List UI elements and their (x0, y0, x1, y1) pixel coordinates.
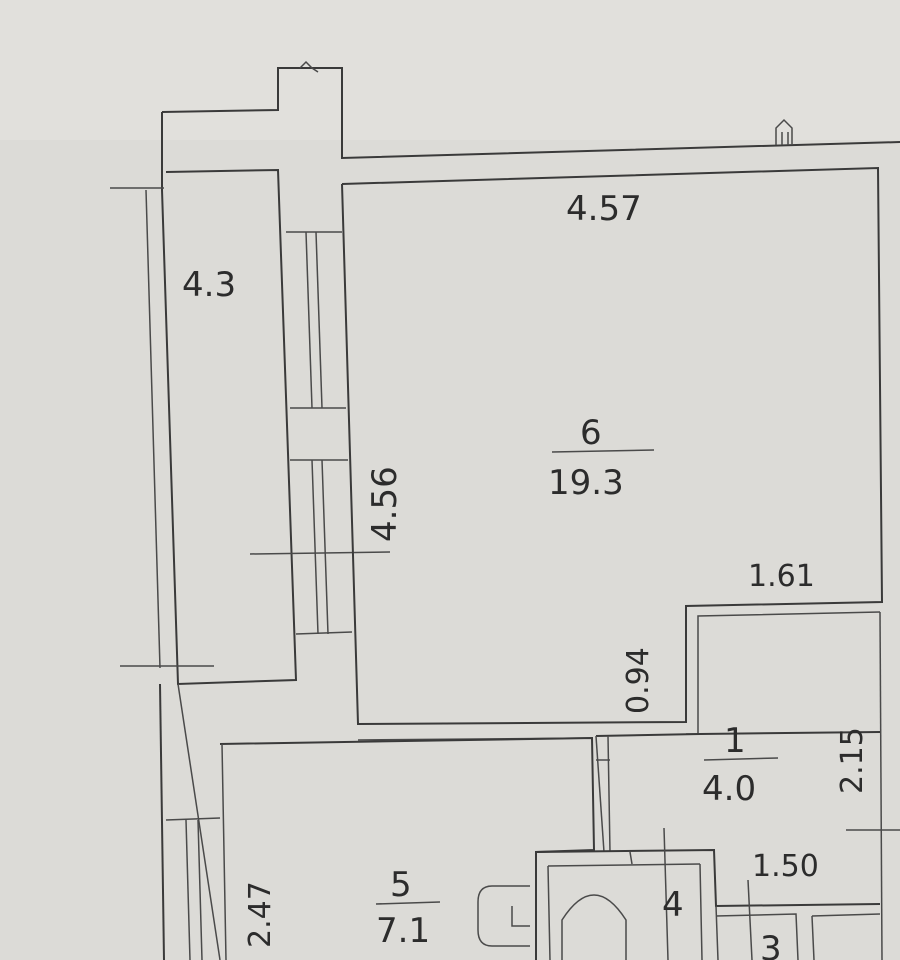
room-1-area-label: 4.0 (702, 769, 756, 809)
bath-door-mark (629, 851, 633, 865)
room-3-wall (715, 913, 799, 960)
room-3-wall-left (715, 905, 719, 960)
room-6-wall (341, 166, 884, 726)
room-4-wall-right (699, 863, 703, 960)
room-4-number-label: 4 (662, 885, 684, 925)
room-5-fraction-bar (375, 901, 441, 905)
room-1-fraction-bar (703, 757, 779, 761)
room-3b-wall (811, 913, 881, 917)
north-arrow-icon (775, 118, 793, 145)
window-pane-2 (315, 231, 323, 409)
room-1-wall-left (607, 735, 611, 853)
sink-icon (477, 885, 530, 947)
room-4-wall-left (547, 865, 551, 960)
room-3-number-label: 3 (760, 929, 782, 960)
exterior-wall-top (161, 67, 900, 160)
window-pane-4 (321, 459, 329, 635)
room-5-area-label: 7.1 (376, 911, 430, 951)
room-6-fraction-bar (551, 449, 655, 453)
niche-mark (299, 60, 319, 73)
room-4-wall-top (547, 863, 701, 867)
room-4-dim-tick (663, 827, 669, 960)
window-pane-1 (305, 231, 313, 409)
room-6-area-label: 19.3 (548, 463, 624, 503)
corridor-width-label: 1.61 (748, 559, 815, 594)
room-4-wall (535, 848, 881, 908)
room-3b-wall-left (811, 915, 815, 960)
room-5-wall-left (221, 743, 227, 960)
window-lower-pane-1 (185, 819, 191, 960)
sink-tap-icon (511, 906, 530, 927)
room-6-height-label: 4.56 (365, 466, 405, 542)
room-5-number-label: 5 (390, 865, 412, 905)
room-1-number-label: 1 (724, 721, 746, 761)
room-5-wall (219, 736, 596, 960)
room-1-wall (595, 731, 881, 737)
room-1-height-label: 2.15 (835, 727, 870, 794)
window-pane-3 (311, 459, 319, 635)
window-lower-pane-2 (197, 819, 203, 960)
window-bottom (295, 631, 353, 635)
wall-left-lower-inner (177, 683, 221, 960)
corridor-depth-label: 0.94 (621, 647, 656, 714)
window-lower-top (165, 817, 221, 821)
room-1-wall-right (879, 611, 883, 960)
balcony-outer-wall (161, 112, 298, 686)
balcony-area-label: 4.3 (182, 265, 236, 305)
bathtub-icon (561, 894, 627, 960)
paper-highlight (0, 0, 900, 140)
exterior-wall-left-lower (159, 683, 165, 960)
room-1-door-left (595, 735, 605, 853)
balcony-rail (145, 189, 161, 669)
room-6-number-label: 6 (580, 413, 602, 453)
room-1-width-label: 1.50 (752, 849, 819, 884)
room-6-width-label: 4.57 (566, 189, 642, 229)
room-5-height-label: 2.47 (243, 881, 278, 948)
dim-tick-456 (249, 551, 391, 555)
room-3-dim-tick (747, 879, 753, 960)
